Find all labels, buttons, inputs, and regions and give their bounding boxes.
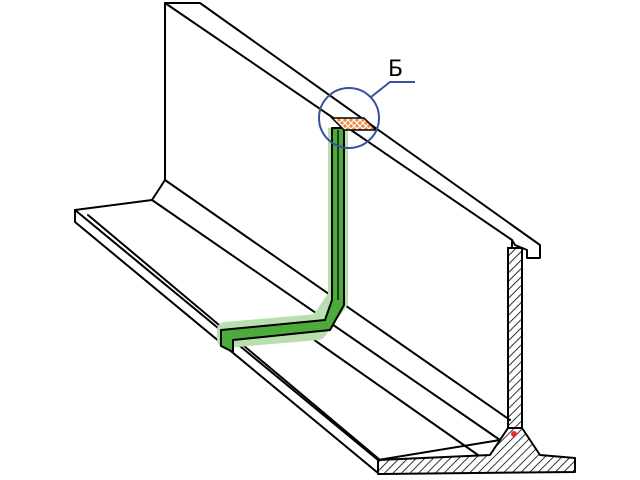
section-flange-hatch [377,427,576,475]
web-left-edge [151,2,166,201]
callout-label: Б [388,57,403,82]
section-web-hatch [507,247,523,429]
cross-section [377,240,576,475]
weld-seam-fill [220,127,345,353]
callout-circle [318,87,380,149]
callout-leader [370,81,415,98]
flange-fillet-line-2 [299,329,479,456]
callout-b: Б [318,57,415,149]
weld-seam [217,127,348,353]
weld-point [511,431,517,437]
beam-outline [74,2,541,474]
web-plate [164,2,541,259]
